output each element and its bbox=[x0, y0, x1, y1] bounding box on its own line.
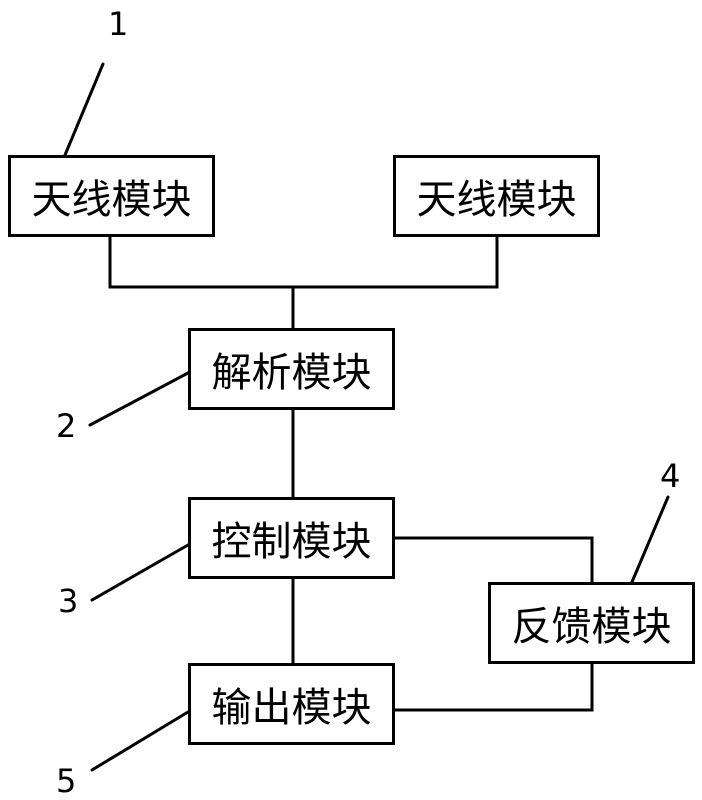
leader-line-4 bbox=[630, 495, 670, 584]
control-module: 控制模块 bbox=[188, 497, 395, 579]
connector-control-to-feedback bbox=[393, 536, 594, 584]
parse-module: 解析模块 bbox=[188, 328, 395, 410]
connector-antenna-left-to-bus bbox=[108, 235, 295, 289]
output-module: 输出模块 bbox=[188, 663, 395, 745]
feedback-module: 反馈模块 bbox=[488, 582, 695, 664]
connector-feedback-to-output bbox=[393, 662, 594, 712]
leader-line-5 bbox=[90, 710, 190, 772]
callout-number-5: 5 bbox=[56, 762, 77, 800]
leader-line-3 bbox=[90, 543, 190, 602]
leader-line-1 bbox=[63, 62, 105, 157]
callout-number-3: 3 bbox=[58, 582, 79, 620]
callout-number-4: 4 bbox=[660, 457, 681, 495]
connector-antenna-right-to-bus bbox=[291, 235, 499, 289]
callout-number-2: 2 bbox=[56, 407, 77, 445]
antenna-module-right: 天线模块 bbox=[393, 155, 600, 237]
callout-number-1: 1 bbox=[108, 5, 129, 43]
leader-line-2 bbox=[88, 371, 190, 427]
antenna-module-left: 天线模块 bbox=[8, 155, 215, 237]
